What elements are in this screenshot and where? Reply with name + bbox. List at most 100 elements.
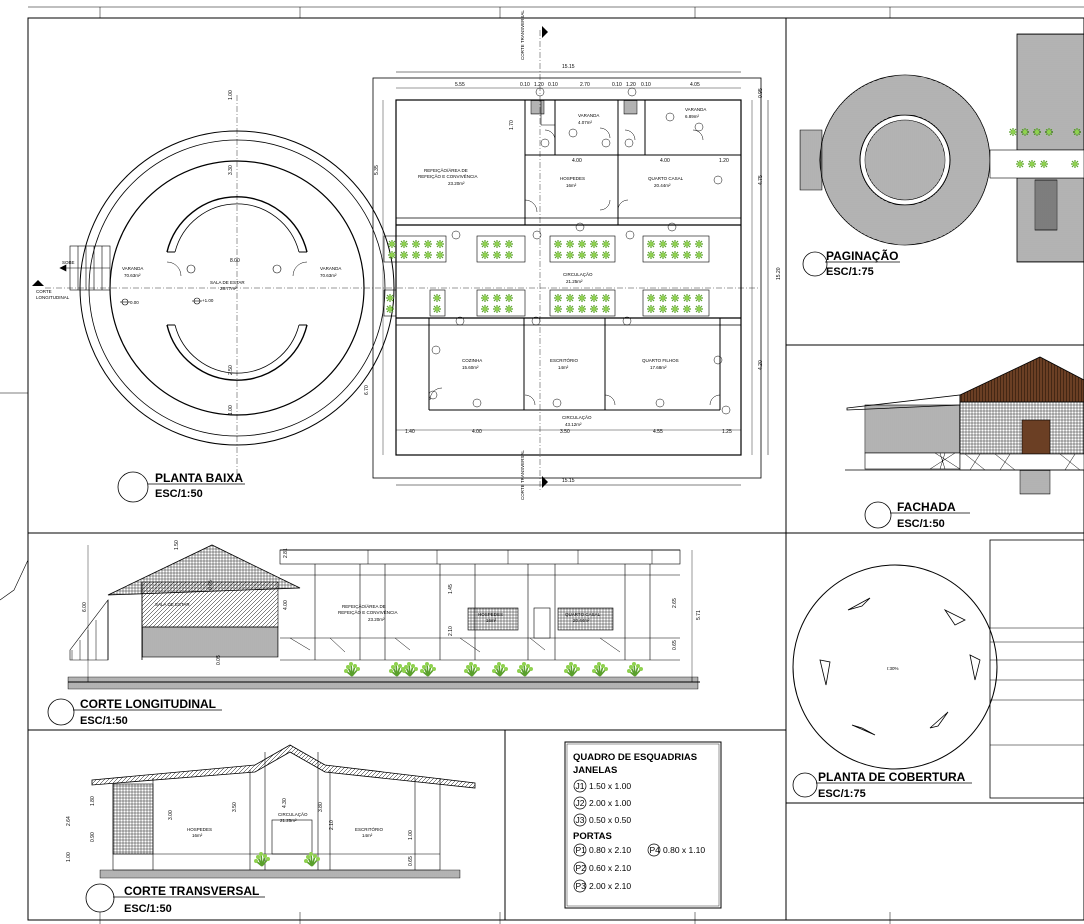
room-refeicao: REFEIÇÃO/ÁREA DE (424, 167, 468, 173)
fachada-scale: ESC/1:50 (897, 518, 945, 530)
frames-schedule-table: QUADRO DE ESQUADRIAS JANELAS J1 1.50 x 1.… (564, 741, 722, 909)
long-dim-0: 1.50 (174, 540, 180, 550)
janela-2-size: 2.00 x 1.00 (589, 798, 631, 808)
dim-total-top: 15.15 (562, 64, 575, 70)
janela-2-code: J2 (576, 798, 585, 808)
dim-r: 3.30 (228, 165, 234, 175)
room-sala-estar: SALA DE ESTAR (210, 280, 245, 285)
sobe-label: SOBE (62, 260, 75, 265)
corte-long-title: CORTE LONGITUDINAL (80, 697, 216, 711)
room-circulacao-1: CIRCULAÇÃO (563, 271, 593, 277)
quadro-title: QUADRO DE ESQUADRIAS (573, 752, 697, 763)
porta-3-size: 2.00 x 2.10 (589, 881, 631, 891)
long-dim-6: 5.71 (696, 610, 702, 620)
long-dim-10: 0.65 (672, 640, 678, 650)
dim-bot-2: 4.00 (472, 429, 482, 435)
transv-dim-9: 1.00 (408, 830, 414, 840)
room-circulacao-2: CIRCULAÇÃO (562, 414, 592, 420)
transv-label-circulacao: CIRCULAÇÃO (278, 811, 308, 817)
janela-3-code-bubble (573, 813, 587, 827)
dim-d10: 1.00 (228, 405, 234, 415)
room-varanda-1: VARANDA (578, 113, 599, 118)
sheet-frame (0, 6, 1084, 924)
dim-top-2: 0.10 (520, 82, 530, 88)
long-label-refeicao-area: 23.20m² (368, 617, 385, 622)
room-quarto-casal: QUARTO CASAL (648, 176, 684, 181)
fachada-title: FACHADA (897, 500, 956, 514)
transv-dim-4: 3.00 (168, 810, 174, 820)
room-varanda-1-area: 4.07m² (578, 120, 593, 125)
room-circulacao-1-area: 21.25m² (566, 279, 583, 284)
room-hospedes: HOSPEDES (560, 176, 585, 181)
dim-top-7: 1.20 (626, 82, 636, 88)
dim-bot-5: 1.25 (722, 429, 732, 435)
room-escritorio: ESCRITÓRIO (550, 357, 579, 363)
dim-d6: 1.00 (228, 90, 234, 100)
dim-d1: 4.00 (572, 158, 582, 164)
transv-label-escritorio: ESCRITÓRIO (355, 826, 384, 832)
transv-dim-0: 2.64 (66, 816, 72, 826)
dim-d7: 2.50 (228, 365, 234, 375)
long-label-quarto: QUARTO CASAL (565, 612, 601, 617)
room-varanda-right: VARANDA (320, 266, 341, 271)
transv-dim-6: 4.30 (282, 798, 288, 808)
corte-long-scale: ESC/1:50 (80, 715, 128, 727)
janela-1-size: 1.50 x 1.00 (589, 781, 631, 791)
room-varanda-2-area: 6.89m² (685, 114, 700, 119)
corte-long-marker: CORTE (36, 289, 52, 294)
porta-4-size: 0.80 x 1.10 (663, 845, 705, 855)
dim-top-5: 2.70 (580, 82, 590, 88)
porta-1-code-bubble (573, 843, 587, 857)
transv-label-hospedes: HOSPEDES (187, 827, 212, 832)
quadro-portas-label: PORTAS (573, 831, 612, 842)
porta-1-size: 0.80 x 2.10 (589, 845, 631, 855)
roof-slope-label: I:30% (887, 666, 899, 671)
dim-bot-1: 1.40 (405, 429, 415, 435)
long-dim-3: 0.05 (216, 655, 222, 665)
corte-transv-title-bubble (85, 883, 115, 913)
paginacao-view: PAGINAÇÃO ESC/1:75 (799, 33, 1084, 278)
transv-dim-2: 0.90 (90, 832, 96, 842)
room-escritorio-area: 14m² (558, 365, 569, 370)
level-mark-2: +1.00 (202, 298, 214, 303)
corte-transv-marker-top: CORTE TRANSVERSAL (520, 10, 525, 60)
dim-left-2: 6.70 (364, 385, 370, 395)
quadro-janelas-label: JANELAS (573, 765, 617, 776)
transversal-section-view: HOSPEDES 16m² CIRCULAÇÃO 21.25m² ESCRITÓ… (66, 744, 476, 915)
room-hospedes-area: 16m² (566, 183, 577, 188)
transv-dim-3: 1.00 (66, 852, 72, 862)
cobertura-title: PLANTA DE COBERTURA (818, 770, 966, 784)
corte-long-marker-2: LONGITUDINAL (36, 295, 70, 300)
corte-long-title-bubble (47, 698, 75, 726)
paginacao-title: PAGINAÇÃO (826, 248, 898, 263)
janela-1-code: J1 (576, 781, 585, 791)
dim-d4: 4.75 (758, 175, 764, 185)
dim-top-6: 0.10 (612, 82, 622, 88)
dim-top-1: 5.55 (455, 82, 465, 88)
fachada-title-bubble (864, 501, 892, 529)
room-quarto-casal-area: 20.44m² (654, 183, 671, 188)
porta-2-code-bubble (573, 861, 587, 875)
dim-top-4: 0.10 (548, 82, 558, 88)
long-dim-2: 0.65 (208, 580, 214, 590)
floor-plan-view: SOBE CORTE LONGITUDINAL 0.00 +1.00 VARAN… (32, 10, 782, 503)
planta-baixa-title: PLANTA BAIXA (155, 471, 243, 485)
dim-d9: 0.95 (758, 88, 764, 98)
dim-bot-4: 4.55 (653, 429, 663, 435)
room-refeicao-2: REFEIÇÃO E CONVIVÊNCIA (418, 172, 478, 179)
porta-4-code: P4 (650, 845, 661, 855)
corte-transv-scale: ESC/1:50 (124, 903, 172, 915)
cobertura-title-bubble (792, 772, 818, 798)
transv-dim-7: 3.80 (318, 802, 324, 812)
planta-baixa-scale: ESC/1:50 (155, 488, 203, 500)
transv-dim-10: 0.65 (408, 856, 414, 866)
porta-2-code: P2 (576, 863, 587, 873)
roof-plan-view: I:30% PLANTA DE COBERTURA ESC/1:75 (792, 539, 1084, 800)
facade-view: FACHADA ESC/1:50 (845, 356, 1084, 530)
long-dim-5: 2.81 (283, 548, 289, 558)
dim-circle-d: 8.00 (230, 258, 240, 264)
long-label-refeicao-2: REFEIÇÃO E CONVIVÊNCIA (338, 608, 398, 615)
transv-label-circulacao-area: 21.25m² (280, 818, 297, 823)
long-label-refeicao: REFEIÇÃO/ÁREA DE (342, 603, 386, 609)
